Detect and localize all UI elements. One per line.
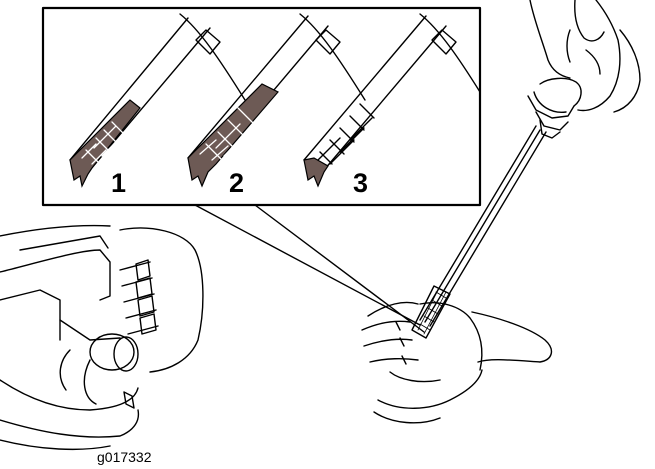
dipstick-detail-1 [69, 13, 246, 188]
callout-number-2: 2 [229, 168, 244, 198]
callout-frame [41, 6, 482, 333]
oil-coating-3 [303, 157, 329, 188]
callout-number-3: 3 [353, 168, 368, 198]
hand-bottom-icon [361, 301, 553, 424]
hand-top-icon [529, 0, 641, 113]
callout-number-1: 1 [111, 168, 126, 198]
dipstick-icon [411, 77, 582, 339]
dipstick-detail-2 [187, 13, 366, 188]
oil-coating-1 [69, 99, 141, 188]
figure-id: g017332 [97, 449, 152, 465]
dipstick-detail-3 [303, 13, 481, 188]
oil-coating-2 [187, 83, 279, 188]
engine-icon [0, 224, 204, 451]
